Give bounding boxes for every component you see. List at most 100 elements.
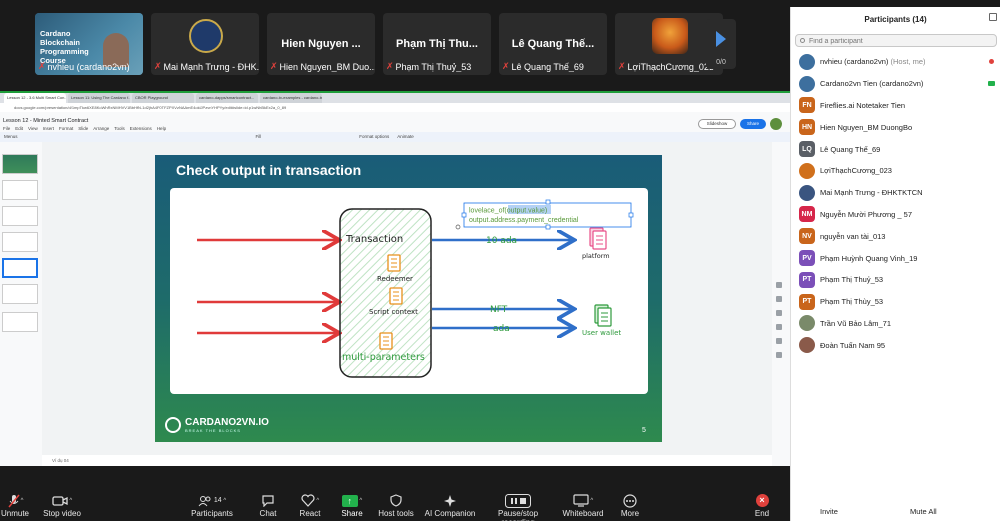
resize-handle[interactable]	[461, 212, 467, 218]
toolbar-menus[interactable]: Menus	[4, 134, 18, 139]
code-line-1[interactable]: lovelace_of(output.value)	[469, 208, 547, 215]
participants-button[interactable]: 14 ^ Participants	[189, 492, 235, 518]
slide-thumbnail[interactable]	[2, 180, 38, 200]
menu-item[interactable]: Edit	[15, 126, 24, 131]
pause-recording-button[interactable]: Pause/stop recording	[483, 492, 553, 521]
slide-thumbnail[interactable]	[2, 154, 38, 174]
rotate-handle[interactable]	[455, 224, 461, 230]
participant-name: nvhieu (cardano2vn) (Host, me)	[820, 57, 926, 66]
tile-name-text: Lê Quang Thế_69	[511, 61, 584, 72]
participant-name-text: Mai Mạnh Trưng - ĐHKTKTCN	[820, 188, 923, 198]
invite-button[interactable]: Invite	[820, 504, 838, 518]
side-panel-icon[interactable]	[776, 338, 782, 344]
document-menu-bar: File Edit View Insert Format Slide Arran…	[3, 126, 166, 131]
mute-all-button[interactable]: Mute All	[910, 504, 937, 518]
video-tile-pham-thi-thuy[interactable]: Phạm Thị Thu... ✗Phạm Thị Thuỷ_53	[383, 13, 491, 75]
share-screen-button[interactable]: ↑ ^ Share	[341, 494, 363, 518]
participants-count: 14	[213, 497, 222, 504]
menu-item[interactable]: File	[3, 126, 11, 131]
browser-tab[interactable]: cardano-tx-examples - cardano-tx...	[260, 93, 322, 103]
resize-handle[interactable]	[628, 212, 634, 218]
gallery-next-button[interactable]: 0/0	[706, 19, 736, 69]
video-tile-loi-thach-cuong[interactable]: ✗LợiThạchCương_023	[615, 13, 723, 75]
menu-item[interactable]: Insert	[42, 126, 54, 131]
participant-row[interactable]: Mai Mạnh Trưng - ĐHKTKTCN	[791, 182, 1000, 204]
more-button[interactable]: More	[618, 492, 642, 518]
menu-item[interactable]: Format	[58, 126, 74, 131]
participant-name-text: Hien Nguyen_BM DuongBo	[820, 122, 913, 132]
side-panel-icon[interactable]	[776, 352, 782, 358]
slide-thumbnail[interactable]	[2, 232, 38, 252]
video-tile-le-quang-the[interactable]: Lê Quang Thế... ✗Lê Quang Thế_69	[499, 13, 607, 75]
participant-row[interactable]: Đoàn Tuấn Nam 95	[791, 334, 1000, 356]
react-button[interactable]: ^ React	[297, 492, 323, 518]
code-line-2[interactable]: output.address.payment_credential	[469, 217, 579, 224]
end-meeting-button[interactable]: × End	[751, 492, 773, 518]
browser-tab[interactable]: CBOR Playground	[132, 93, 194, 103]
video-tile-hien-nguyen[interactable]: Hien Nguyen ... ✗Hien Nguyen_BM Duo...	[267, 13, 375, 75]
resize-handle[interactable]	[545, 199, 551, 205]
avatar[interactable]	[770, 118, 782, 130]
document-title[interactable]: Lesson 12 - Minted Smart Contract	[3, 118, 89, 124]
video-tile-nvhieu[interactable]: Cardano Blockchain Programming Course ✗n…	[35, 13, 143, 75]
address-bar[interactable]: docs.google.com/presentation/d/1mpTkw6XE…	[0, 103, 790, 112]
platform-icon	[589, 227, 607, 250]
tile-name-label: ✗Hien Nguyen_BM Duo...	[267, 61, 375, 72]
side-panel-icon[interactable]	[776, 310, 782, 316]
slide-thumbnail[interactable]	[2, 258, 38, 278]
speaker-notes[interactable]: Ví dụ 04	[42, 455, 772, 466]
participant-row[interactable]: Trần Vũ Bảo Lâm_71	[791, 313, 1000, 335]
muted-mic-icon: ✗	[38, 61, 46, 71]
browser-tab[interactable]: cardano-dapps/smartcontract...	[196, 93, 258, 103]
slide-thumbnail[interactable]	[2, 312, 38, 332]
participant-row[interactable]: nvhieu (cardano2vn) (Host, me)	[791, 51, 1000, 73]
slideshow-button[interactable]: Slideshow	[698, 119, 736, 129]
unmute-button[interactable]: ^ Unmute	[0, 492, 30, 518]
search-input[interactable]	[809, 36, 989, 46]
host-tools-button[interactable]: Host tools	[376, 492, 416, 518]
participant-row[interactable]: Cardano2vn Tien (cardano2vn)	[791, 73, 1000, 95]
share-doc-button[interactable]: Share	[740, 119, 766, 129]
video-tile-mai-manh-trung[interactable]: ✗Mai Mạnh Trưng - ĐHK...	[151, 13, 259, 75]
side-panel-icon[interactable]	[776, 324, 782, 330]
slide-thumbnail[interactable]	[2, 284, 38, 304]
slide-thumbnail[interactable]	[2, 206, 38, 226]
browser-tab[interactable]: Lesson 11: Using The Cardano f...	[68, 93, 130, 103]
browser-tab[interactable]: Lesson 12 - 3.6 Multi Smart Con...	[4, 93, 66, 103]
ai-companion-button[interactable]: AI Companion	[424, 492, 476, 518]
popout-icon[interactable]	[989, 13, 997, 21]
toolbar-format-options[interactable]: Format options	[359, 134, 390, 139]
toolbar-fill[interactable]: Fill	[255, 134, 262, 139]
participant-name: Cardano2vn Tien (cardano2vn)	[820, 79, 923, 88]
tile-name-text: Mai Mạnh Trưng - ĐHK...	[163, 61, 259, 72]
participant-row[interactable]: LợiThạchCương_023	[791, 160, 1000, 182]
resize-handle[interactable]	[545, 224, 551, 230]
muted-mic-icon: ✗	[618, 61, 626, 71]
menu-item[interactable]: Arrange	[93, 126, 110, 131]
menu-item[interactable]: Slide	[78, 126, 89, 131]
meeting-toolbar: ^ Unmute ^ Stop video 14 ^ Participants …	[0, 489, 790, 521]
stop-video-button[interactable]: ^ Stop video	[40, 492, 84, 518]
whiteboard-button[interactable]: ^ Whiteboard	[561, 492, 605, 518]
text-selection-highlight	[508, 205, 551, 214]
participant-name: nguyễn van tài_013	[820, 232, 885, 241]
recording-indicator-icon	[989, 59, 994, 64]
side-panel-icon[interactable]	[776, 296, 782, 302]
toolbar-animate[interactable]: Animate	[397, 134, 414, 139]
menu-item[interactable]: Tools	[114, 126, 125, 131]
menu-item[interactable]: Help	[156, 126, 167, 131]
menu-item[interactable]: View	[28, 126, 38, 131]
participants-label: Participants	[191, 509, 233, 518]
video-status-icon	[988, 80, 995, 86]
side-panel-icon[interactable]	[776, 282, 782, 288]
chat-button[interactable]: Chat	[256, 492, 280, 518]
menu-item[interactable]: Extensions	[129, 126, 152, 131]
